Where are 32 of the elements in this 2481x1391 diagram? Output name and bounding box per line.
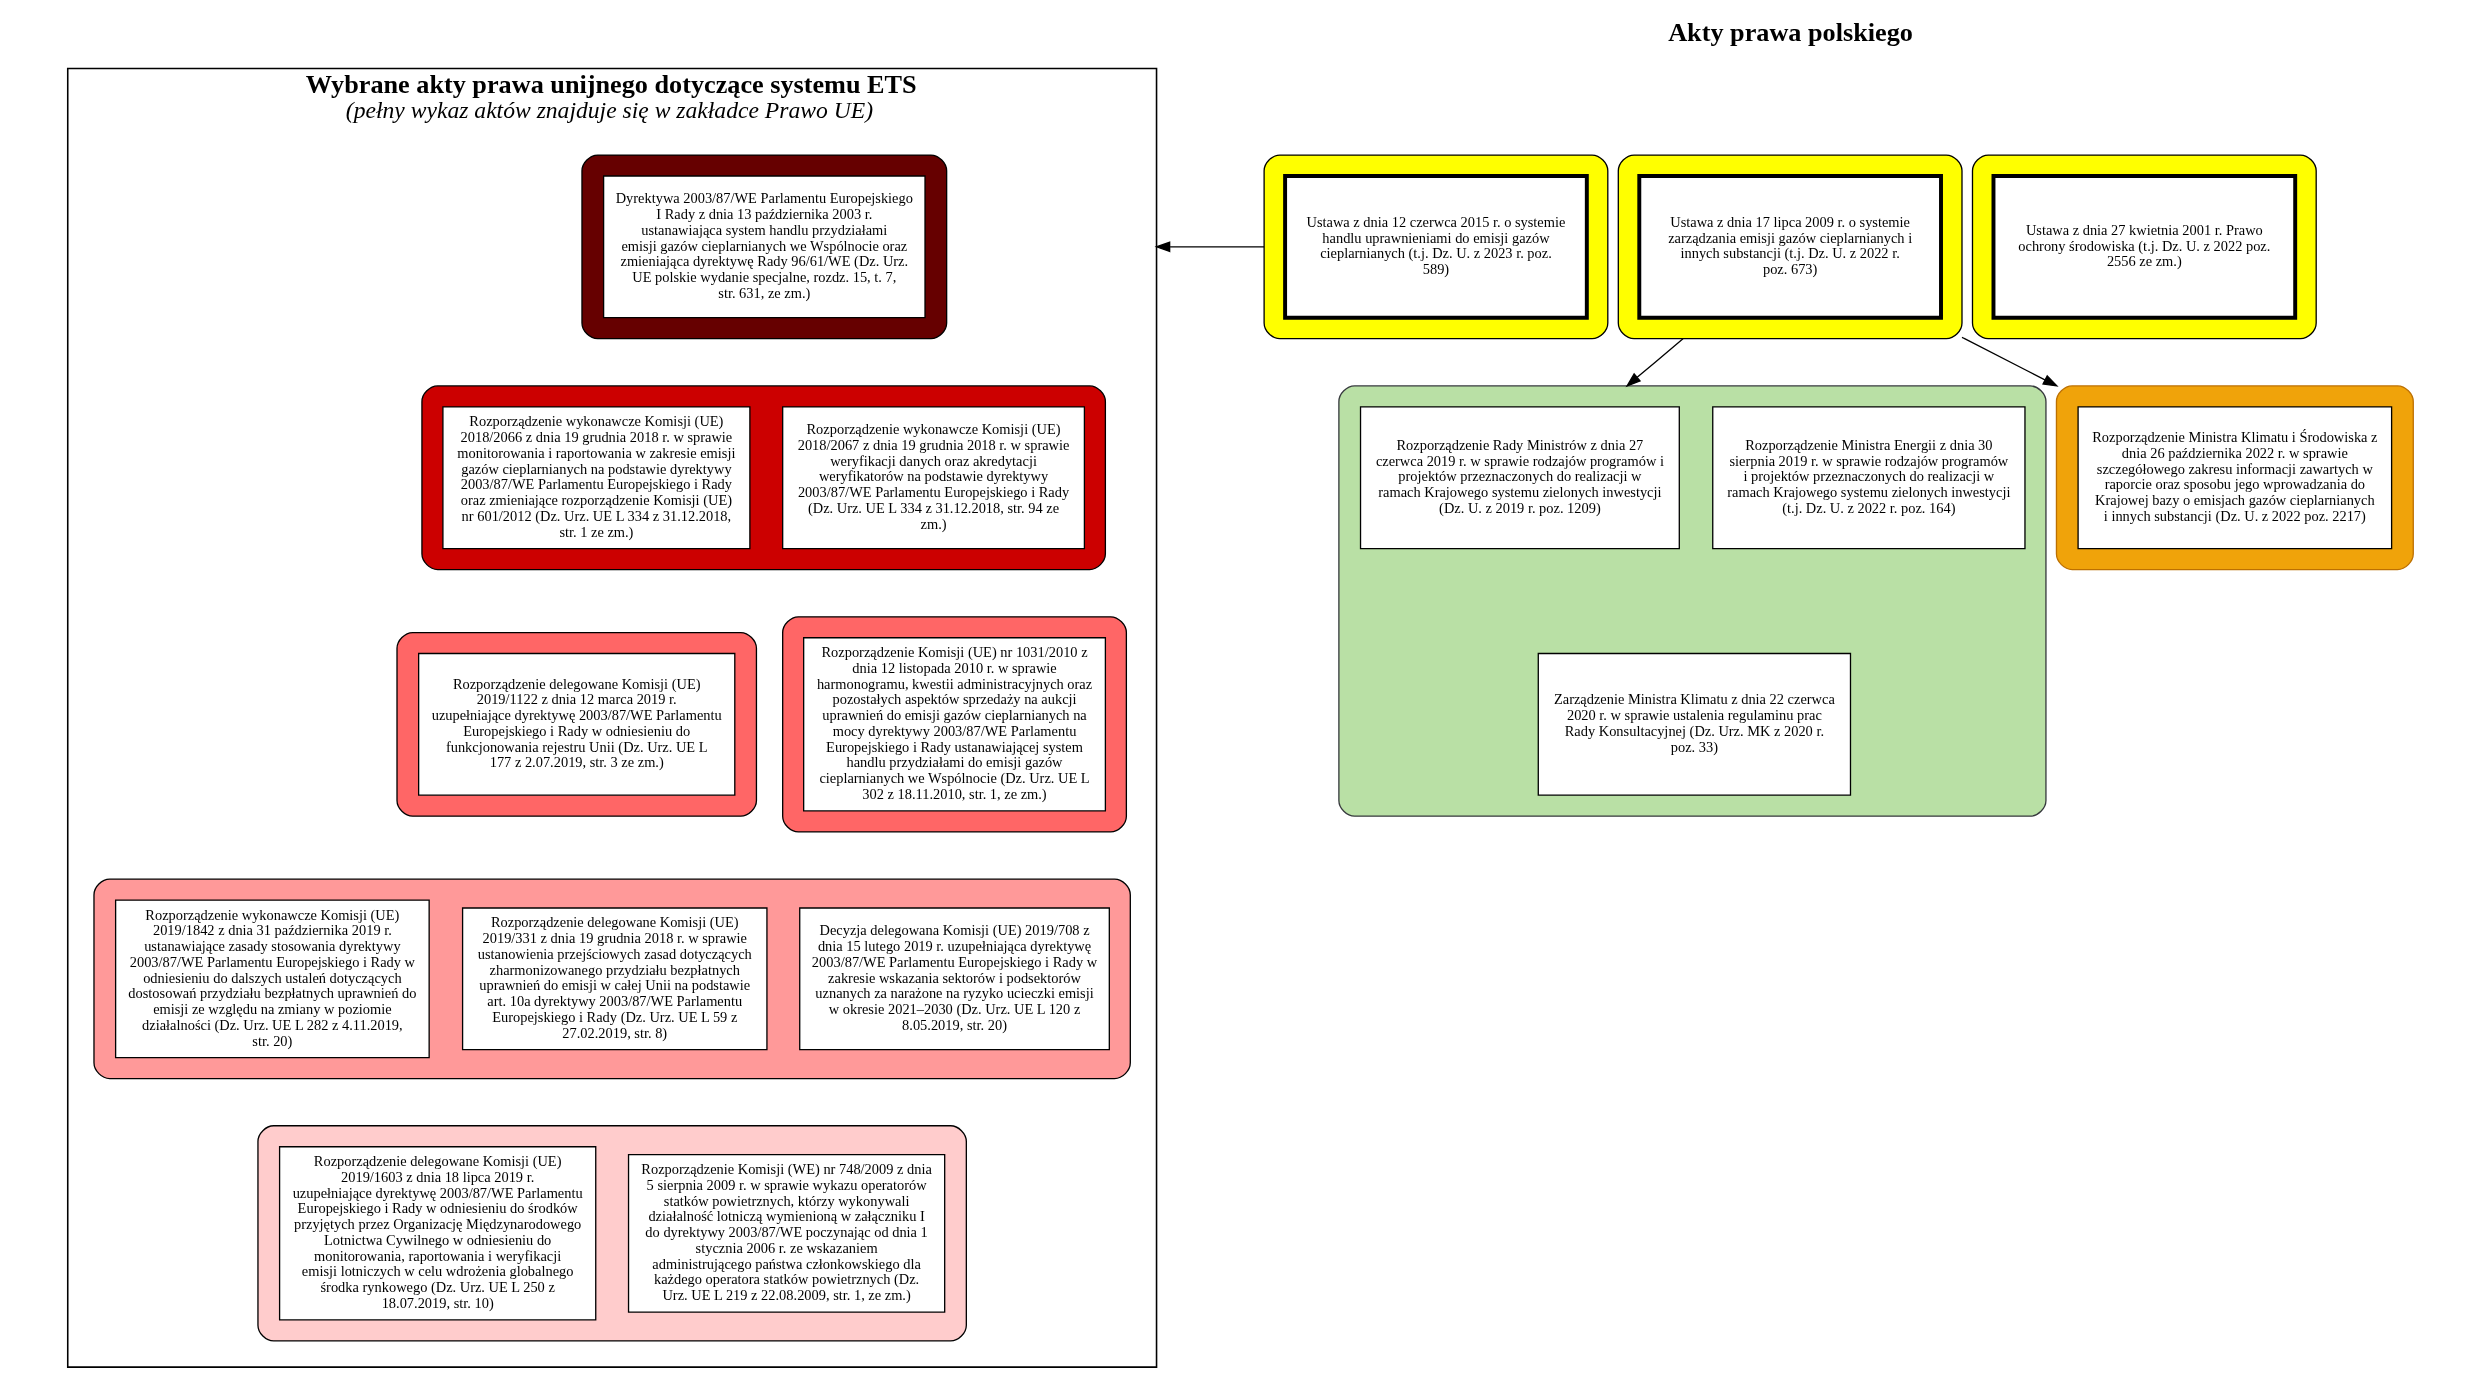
cluster bbox=[782, 616, 1128, 833]
label: Akty prawa polskiego bbox=[1668, 17, 1913, 47]
node-box: Rozporządzenie delegowane Komisji (UE) 2019/1603 z dnia 18 lipca 2019 r. uzupełniające dyrektywę 2003/87/WE Parlamentu Europejskiego i Rady w odniesieniu do środków przyjętych przez Organizację Międzynarodowego Lotnictwa Cywilnego w odniesieniu do monitorowania, raportowania i weryfikacji emisji lotniczych w celu wdrożenia globalnego środka rynkowego (Dz. Urz. UE L 250 z 18.07.2019, str. 10) bbox=[278, 1146, 597, 1321]
cluster bbox=[93, 878, 1131, 1080]
cluster bbox=[396, 631, 758, 817]
cluster bbox=[1617, 154, 1963, 340]
node-box: Ustawa z dnia 17 lipca 2009 r. o systemie zarządzania emisji gazów cieplarnianych i innych substancji (t.j. Dz. U. z 2022 r. poz. 673) bbox=[1637, 174, 1943, 320]
cluster bbox=[1263, 154, 1609, 340]
arrow bbox=[1961, 336, 2059, 387]
cluster bbox=[1338, 385, 2047, 817]
arrow bbox=[1154, 241, 1265, 253]
node-box: Ustawa z dnia 12 czerwca 2015 r. o systemie handlu uprawnieniami do emisji gazów cieplarnianych (t.j. Dz. U. z 2023 r. poz. 589) bbox=[1283, 174, 1589, 320]
node-box: Zarządzenie Ministra Klimatu z dnia 22 czerwca 2020 r. w sprawie ustalenia regulaminu prac Rady Konsultacyjnej (Dz. Urz. MK z 2020 r. poz. 33) bbox=[1537, 652, 1852, 796]
cluster bbox=[2055, 385, 2414, 571]
node-box: Rozporządzenie delegowane Komisji (UE) 2019/331 z dnia 19 grudnia 2018 r. w sprawie ustanowienia przejściowych zasad dotyczących zharmonizowanego przydziału bezpłatnych uprawnień do emisji w całej Unii na podstawie art. 10a dyrektywy 2003/87/WE Parlamentu Europejskiego i Rady (Dz. Urz. UE L 59 z 27.02.2019, str. 8) bbox=[461, 907, 768, 1051]
node-box: Rozporządzenie Komisji (UE) nr 1031/2010 z dnia 12 listopada 2010 r. w sprawie harmonogramu, kwestii administracyjnych oraz pozostałych aspektów sprzedaży na aukcji uprawnień do emisji gazów cieplarnianych na mocy dyrektywy 2003/87/WE Parlamentu Europejskiego i Rady ustanawiającej system handlu przydziałami do emisji gazów cieplarnianych we Wspólnocie (Dz. Urz. UE L 302 z 18.11.2010, str. 1, ze zm.) bbox=[803, 637, 1107, 812]
node-box: Dyrektywa 2003/87/WE Parlamentu Europejskiego I Rady z dnia 13 października 2003 r. ustanawiająca system handlu przydziałami emisji gazów cieplarnianych we Wspólnocie oraz zmieniająca dyrektywę Rady 96/61/WE (Dz. Urz. UE polskie wydanie specjalne, rozdz. 15, t. 7, str. 631, ze zm.) bbox=[602, 175, 926, 319]
arrow bbox=[1625, 338, 1684, 388]
cluster bbox=[1971, 154, 2317, 340]
cluster bbox=[581, 154, 948, 340]
node-box: Decyzja delegowana Komisji (UE) 2019/708 z dnia 15 lutego 2019 r. uzupełniająca dyrektywę 2003/87/WE Parlamentu Europejskiego i Rady w zakresie wskazania sektorów i podsektorów uznanych za narażone na ryzyko ucieczki emisji w okresie 2021–2030 (Dz. Urz. UE L 120 z 8.05.2019, str. 20) bbox=[799, 907, 1110, 1051]
node-box: Rozporządzenie wykonawcze Komisji (UE) 2018/2067 z dnia 19 grudnia 2018 r. w sprawie weryfikacji danych oraz akredytacji weryfikatorów na podstawie dyrektywy 2003/87/WE Parlamentu Europejskiego i Rady (Dz. Urz. UE L 334 z 31.12.2018, str. 94 ze zm.) bbox=[782, 406, 1086, 550]
node-box: Rozporządzenie Rady Ministrów z dnia 27 czerwca 2019 r. w sprawie rodzajów programów i projektów przeznaczonych do realizacji w ramach Krajowego systemu zielonych inwestycji (Dz. U. z 2019 r. poz. 1209) bbox=[1359, 406, 1680, 550]
node-box: Rozporządzenie Ministra Klimatu i Środowiska z dnia 26 października 2022 r. w sprawie szczegółowego zakresu informacji zawartych w raporcie oraz sposobu jego wprowadzania do Krajowej bazy o emisjach gazów cieplarnianych i innych substancji (Dz. U. z 2022 poz. 2217) bbox=[2077, 406, 2393, 550]
node-box: Rozporządzenie Ministra Energii z dnia 30 sierpnia 2019 r. w sprawie rodzajów programów i projektów przeznaczonych do realizacji w ramach Krajowego systemu zielonych inwestycji (t.j. Dz. U. z 2022 r. poz. 164) bbox=[1712, 406, 2026, 550]
node-box: Rozporządzenie Komisji (WE) nr 748/2009 z dnia 5 sierpnia 2009 r. w sprawie wykazu operatorów statków powietrznych, którzy wykonywali działalność lotniczą wymienioną w załączniku I do dyrektywy 2003/87/WE poczynając od dnia 1 stycznia 2006 r. ze wskazaniem administrującego państwa członkowskiego dla każdego operatora statków powietrznych (Dz. Urz. UE L 219 z 22.08.2009, str. 1, ze zm.) bbox=[627, 1153, 946, 1313]
node-box: Ustawa z dnia 27 kwietnia 2001 r. Prawo ochrony środowiska (t.j. Dz. U. z 2022 poz. 2556 ze zm.) bbox=[1991, 174, 2298, 320]
node-box: Rozporządzenie wykonawcze Komisji (UE) 2019/1842 z dnia 31 października 2019 r. ustanawiające zasady stosowania dyrektywy 2003/87/WE Parlamentu Europejskiego i Rady w odniesieniu do dalszych ustaleń dotyczących dostosowań przydziału bezpłatnych uprawnień do emisji ze względu na zmiany w poziomie działalności (Dz. Urz. UE L 282 z 4.11.2019, str. 20) bbox=[114, 899, 430, 1059]
cluster bbox=[421, 385, 1107, 571]
node-box: Rozporządzenie wykonawcze Komisji (UE) 2018/2066 z dnia 19 grudnia 2018 r. w sprawie monitorowania i raportowania w zakresie emisji gazów cieplarnianych na podstawie dyrektywy 2003/87/WE Parlamentu Europejskiego i Rady oraz zmieniające rozporządzenie Komisji (UE) nr 601/2012 (Dz. Urz. UE L 334 z 31.12.2018, str. 1 ze zm.) bbox=[442, 406, 751, 550]
node-box: Rozporządzenie delegowane Komisji (UE) 2019/1122 z dnia 12 marca 2019 r. uzupełniające dyrektywę 2003/87/WE Parlamentu Europejskiego i Rady w odniesieniu do funkcjonowania rejestru Unii (Dz. Urz. UE L 177 z 2.07.2019, str. 3 ze zm.) bbox=[418, 652, 736, 796]
cluster bbox=[257, 1125, 967, 1342]
